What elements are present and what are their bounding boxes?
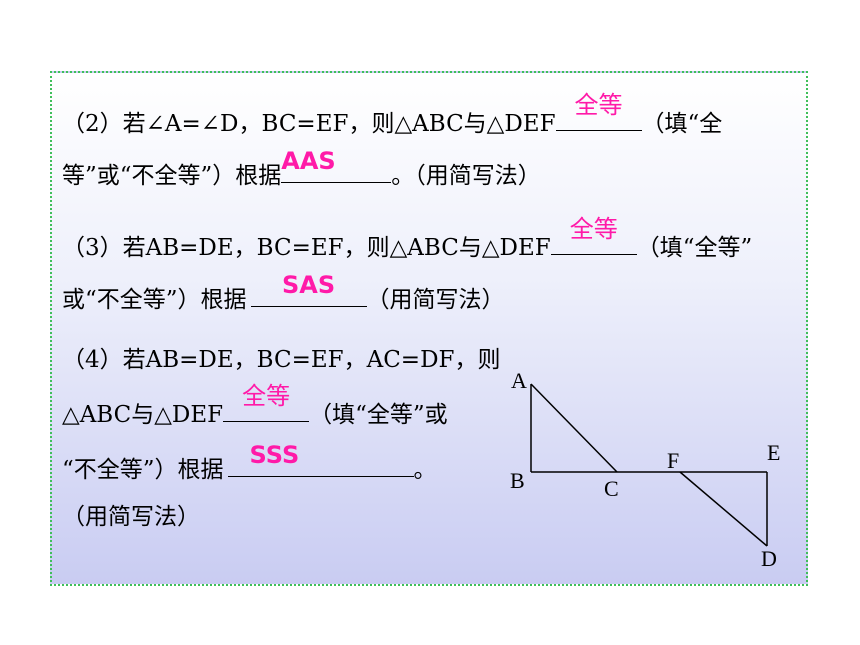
question-panel (50, 71, 808, 586)
q3-answer-2: SAS (281, 271, 336, 299)
q2-text-1: （2）若∠A=∠D，BC=EF，则△ABC与△DEF (62, 111, 556, 137)
q4-line-4: （用简写法） (62, 502, 200, 532)
q4-text-2: △ABC与△DEF (62, 402, 224, 428)
q3-line-2: 或“不全等”）根据 SAS （用简写法） (62, 271, 505, 315)
label-a: A (511, 368, 527, 393)
q4-line-1: （4）若AB=DE，BC=EF，AC=DF，则 (62, 345, 500, 375)
segment-ac (530, 383, 618, 473)
segment-fd (679, 471, 768, 547)
label-f: F (667, 448, 679, 473)
label-e: E (767, 440, 780, 465)
q2-blank-2[interactable]: AAS (281, 147, 392, 183)
label-b: B (510, 468, 525, 493)
q2-answer-1: 全等 (574, 91, 623, 119)
q3-blank-1[interactable]: 全等 (550, 215, 637, 255)
q4-text-1: （4）若AB=DE，BC=EF，AC=DF，则 (62, 347, 501, 373)
q3-answer-1: 全等 (569, 215, 618, 243)
q4-text-3: （填“全等”或 (309, 402, 448, 428)
q4-blank-2[interactable]: SSS (227, 441, 414, 477)
q3-text-4: （用简写法） (366, 287, 505, 313)
label-c: C (604, 476, 619, 501)
q3-text-3: 或“不全等”）根据 (62, 287, 247, 313)
q4-blank-1[interactable]: 全等 (223, 382, 310, 422)
q3-text-1: （3）若AB=DE，BC=EF，则△ABC与△DEF (62, 235, 551, 261)
q2-answer-2: AAS (281, 147, 336, 175)
q4-text-4: “不全等”）根据 (62, 457, 224, 483)
label-d: D (761, 546, 777, 571)
q2-text-2: （填“全 (641, 111, 723, 137)
q4-line-2: △ABC与△DEF 全等 （填“全等”或 (62, 382, 448, 430)
q4-answer-1: 全等 (242, 382, 291, 410)
q4-line-3: “不全等”）根据 SSS 。 (62, 441, 437, 485)
q2-line-1: （2）若∠A=∠D，BC=EF，则△ABC与△DEF 全等 （填“全 (62, 91, 723, 139)
q4-text-5: 。 (413, 457, 437, 483)
q3-blank-2[interactable]: SAS (250, 271, 367, 307)
q2-text-4: 。（用简写法） (391, 163, 541, 189)
q2-blank-1[interactable]: 全等 (555, 91, 642, 131)
q4-text-6: （用简写法） (62, 504, 200, 530)
q3-text-2: （填“全等” (636, 235, 753, 261)
q4-answer-2: SSS (249, 441, 300, 469)
q2-text-3: 等”或“不全等”）根据 (62, 163, 282, 189)
q3-line-1: （3）若AB=DE，BC=EF，则△ABC与△DEF 全等 （填“全等” (62, 215, 753, 263)
